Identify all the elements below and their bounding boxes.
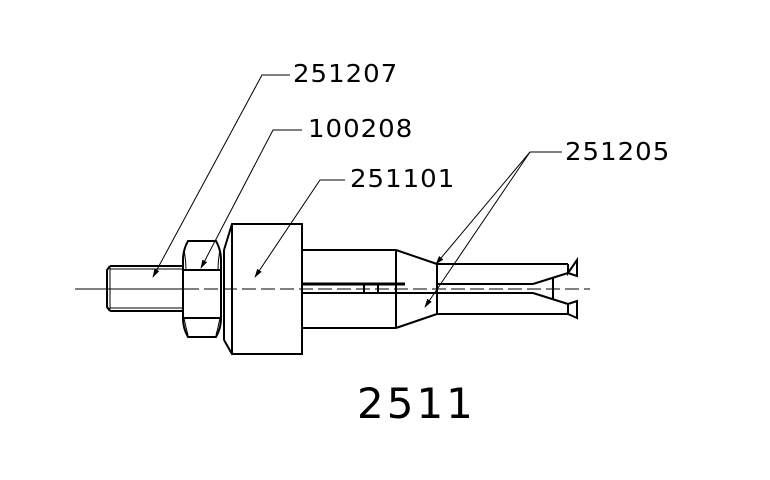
threaded-stud — [106, 265, 183, 312]
hex-nut — [182, 240, 225, 340]
drawing-title: 2511 — [357, 379, 476, 428]
callout-100208: 100208 — [308, 115, 414, 144]
leader-lines — [152, 74, 562, 308]
callout-251101: 251101 — [350, 165, 456, 194]
callout-251205: 251205 — [565, 138, 671, 167]
body — [223, 223, 303, 355]
callout-251207: 251207 — [293, 60, 399, 89]
collet — [302, 249, 578, 329]
